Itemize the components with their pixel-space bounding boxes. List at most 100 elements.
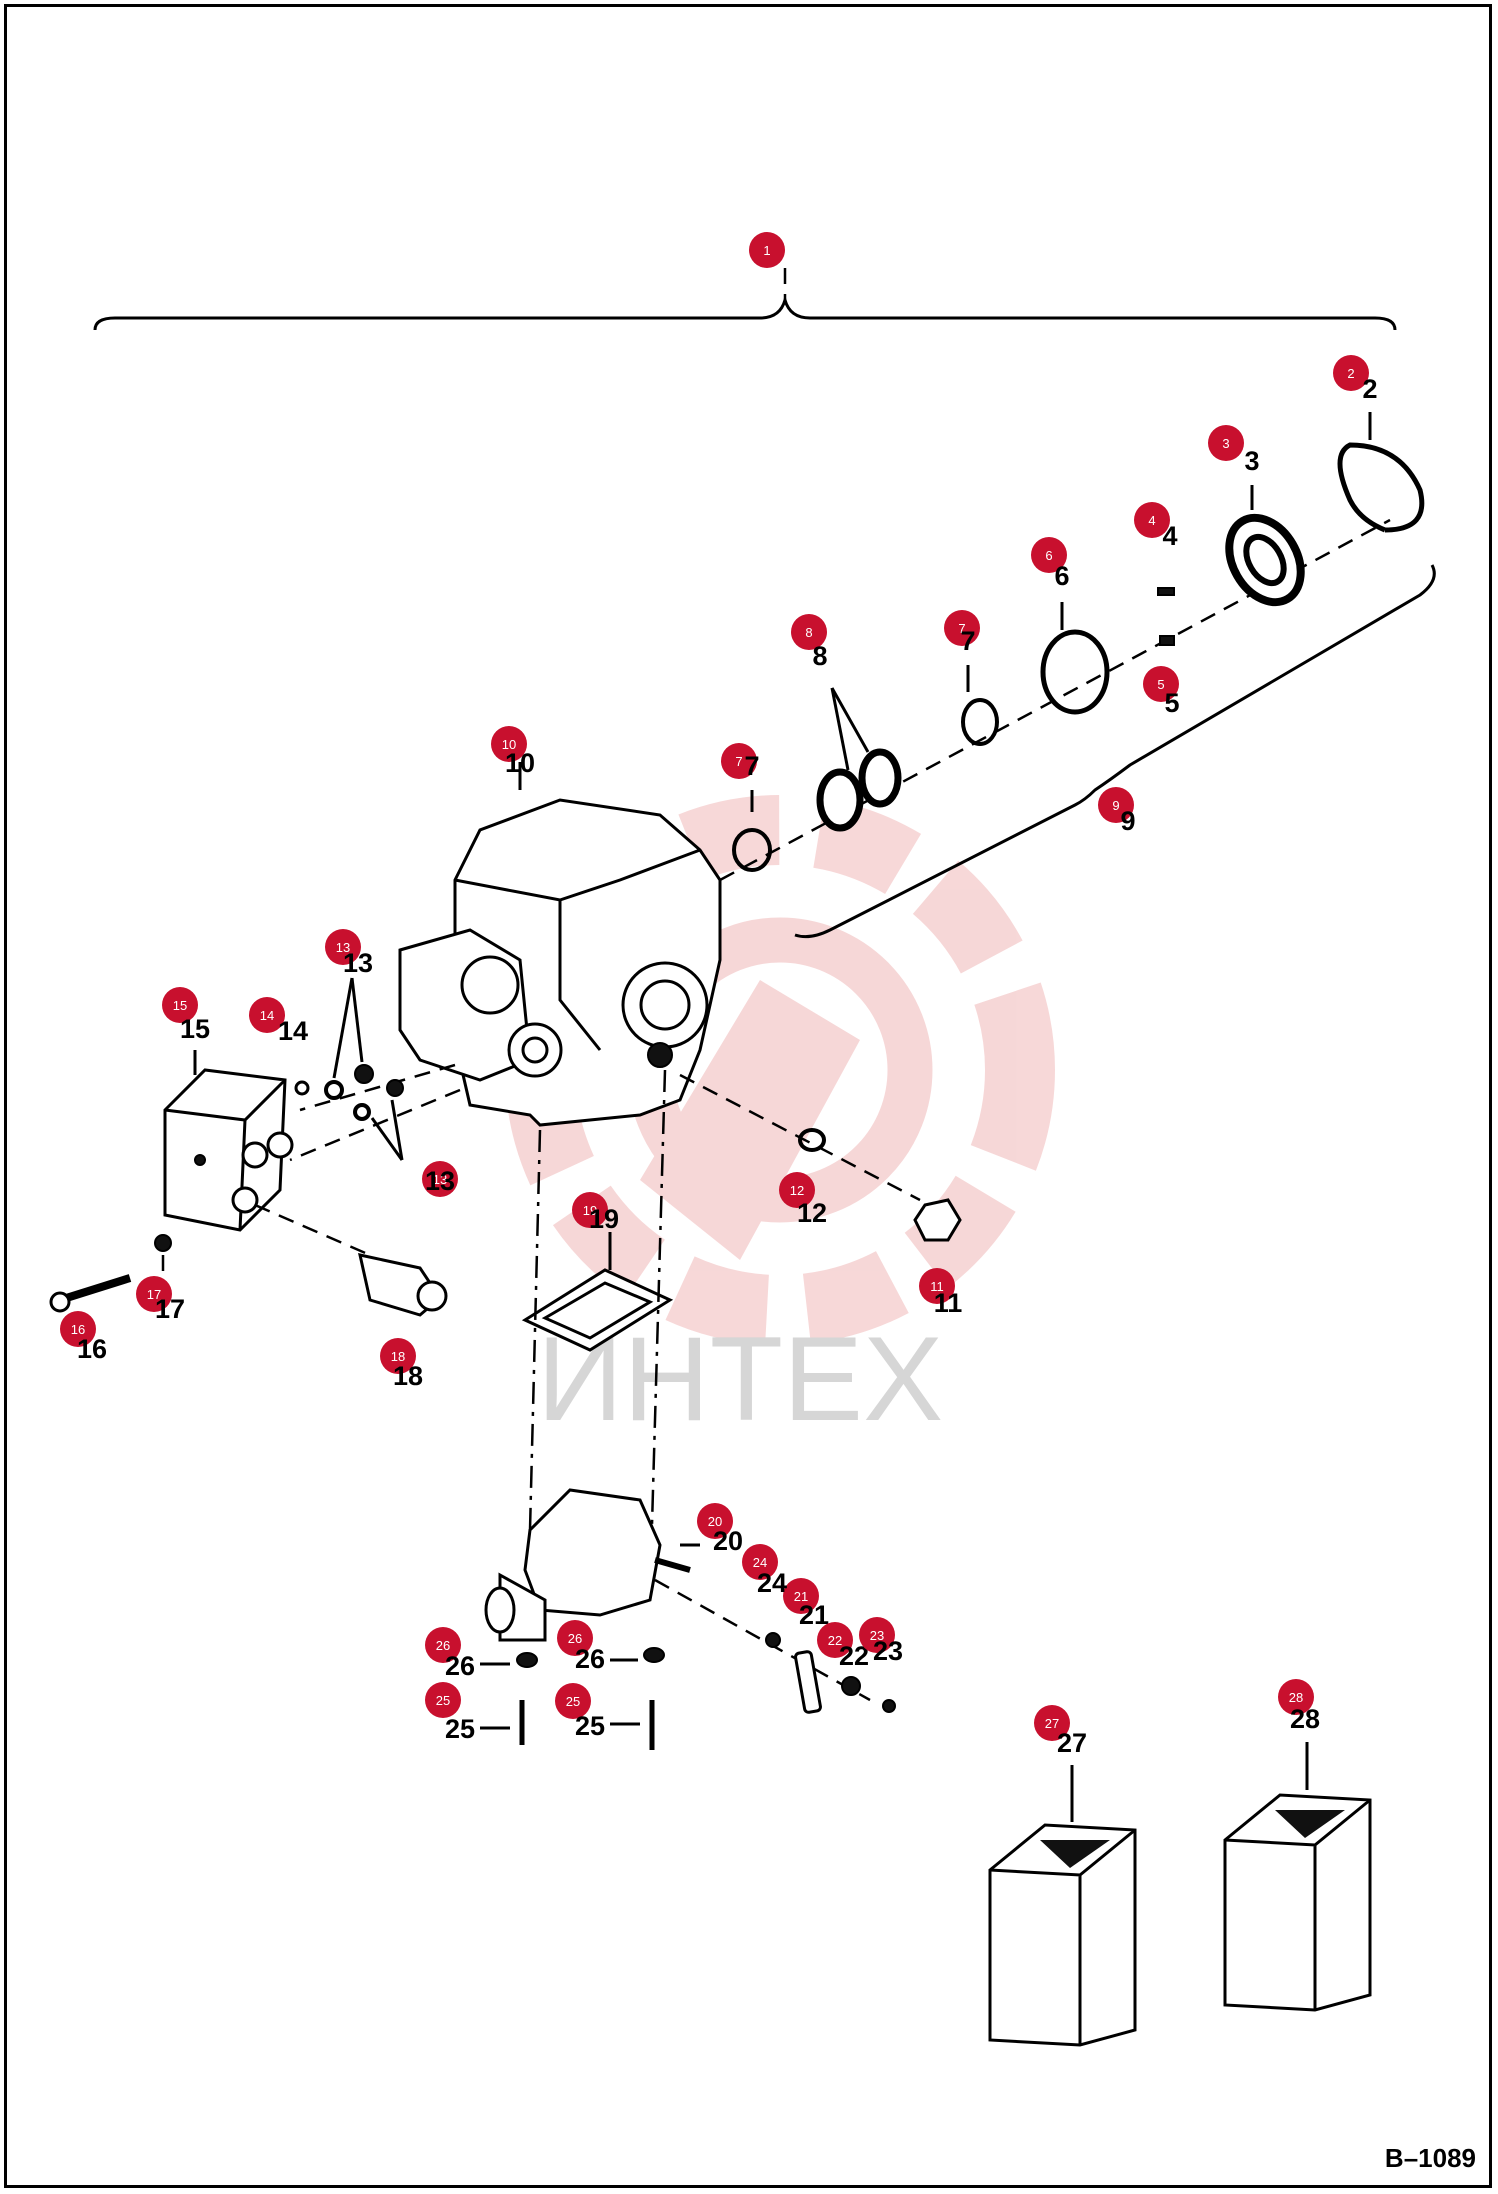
callout-marker-24: 24 [742, 1544, 778, 1580]
bushing-21 [765, 1632, 781, 1648]
valve-block [163, 1050, 294, 1232]
callout-label-21: 21 [799, 1600, 829, 1630]
callout-marker-number: 10 [502, 737, 516, 752]
o-rings-13 [324, 977, 404, 1161]
washer-26-right [643, 1647, 665, 1663]
callout-marker-number: 4 [1148, 513, 1155, 528]
callout-marker-number: 3 [1222, 436, 1229, 451]
callout-marker-number: 15 [173, 998, 187, 1013]
o-ring-14 [294, 1080, 310, 1096]
lever-22 [794, 1650, 822, 1714]
callout-label-27: 27 [1057, 1728, 1087, 1758]
callout-marker-number: 5 [1157, 677, 1164, 692]
callout-label-28: 28 [1290, 1704, 1320, 1734]
seal-kit-brace [794, 564, 1436, 939]
washer-24 [882, 1699, 896, 1713]
callout-label-8: 8 [812, 641, 827, 671]
callout-marker-6: 6 [1031, 537, 1067, 573]
callout-marker-25: 25 [555, 1683, 591, 1719]
drawing-number: B–1089 [1384, 2143, 1476, 2173]
callout-marker-4: 4 [1134, 502, 1170, 538]
callout-marker-number: 27 [1045, 1716, 1059, 1731]
callout-label-14: 14 [278, 1016, 308, 1046]
callout-marker-20: 20 [697, 1503, 733, 1539]
o-ring-lower [732, 790, 772, 872]
callout-marker-number: 26 [436, 1638, 450, 1653]
callout-marker-number: 19 [583, 1203, 597, 1218]
alignment-line [528, 1129, 542, 1531]
callout-label-3: 3 [1244, 446, 1259, 476]
callout-marker-13: 13 [422, 1161, 458, 1197]
callout-marker-number: 23 [870, 1628, 884, 1643]
callout-marker-number: 9 [1112, 798, 1119, 813]
callout-marker-25: 25 [425, 1682, 461, 1718]
leader-line [654, 1578, 871, 1702]
callout-marker-number: 13 [433, 1172, 447, 1187]
callout-marker-number: 22 [828, 1633, 842, 1648]
bearing-pair [816, 687, 902, 832]
callout-marker-number: 25 [436, 1693, 450, 1708]
callout-label-25: 25 [445, 1714, 475, 1744]
kit-box-28 [1223, 1742, 1372, 2012]
callout-marker-number: 8 [805, 625, 812, 640]
snap-ring [1040, 602, 1110, 715]
callout-marker-26: 26 [425, 1627, 461, 1663]
shaft-seal [1225, 485, 1305, 607]
diagram-frame [4, 4, 1492, 2188]
washer-26-left [516, 1652, 538, 1668]
callout-label-6: 6 [1054, 561, 1069, 591]
callout-marker-number: 20 [708, 1514, 722, 1529]
callout-marker-7: 7 [944, 610, 980, 646]
callout-label-23: 23 [873, 1636, 903, 1666]
callout-label-2: 2 [1362, 374, 1377, 404]
callout-marker-3: 3 [1208, 425, 1244, 461]
callout-label-26: 26 [445, 1651, 475, 1681]
callout-label-7: 7 [744, 751, 759, 781]
callout-label-10: 10 [505, 748, 535, 778]
pin-part-5 [1157, 587, 1175, 596]
pin-part-4 [1159, 635, 1175, 646]
callout-label-13: 13 [425, 1166, 455, 1196]
callout-marker-number: 7 [735, 754, 742, 769]
callout-marker-number: 17 [147, 1287, 161, 1302]
callout-label-25: 25 [575, 1711, 605, 1741]
callout-marker-5: 5 [1143, 666, 1179, 702]
kit-box-27 [988, 1765, 1137, 2047]
callout-label-7: 7 [960, 626, 975, 656]
callout-marker-8: 8 [791, 614, 827, 650]
callout-label-11: 11 [934, 1288, 963, 1318]
callout-marker-17: 17 [136, 1276, 172, 1312]
callout-marker-9: 9 [1098, 787, 1134, 823]
leader-line [299, 1063, 456, 1112]
callout-marker-21: 21 [783, 1578, 819, 1614]
callout-marker-number: 12 [790, 1183, 804, 1198]
callout-marker-27: 27 [1034, 1705, 1070, 1741]
callout-label-13: 13 [343, 948, 373, 978]
nut-23 [841, 1676, 861, 1696]
callout-marker-number: 6 [1045, 548, 1052, 563]
callout-label-5: 5 [1164, 688, 1179, 718]
retaining-ring [1337, 412, 1425, 533]
leader-line [289, 1088, 461, 1162]
callout-marker-10: 10 [491, 726, 527, 762]
callout-marker-16: 16 [60, 1311, 96, 1347]
callout-marker-number: 2 [1347, 366, 1354, 381]
callout-label-19: 19 [589, 1204, 619, 1234]
callout-label-24: 24 [757, 1568, 787, 1598]
callout-marker-number: 16 [71, 1322, 85, 1337]
callout-label-18: 18 [393, 1361, 423, 1391]
callout-marker-number: 25 [566, 1694, 580, 1709]
control-valve-assembly [484, 1488, 700, 1642]
bolt-16 [49, 1274, 132, 1313]
callout-marker-number: 26 [568, 1631, 582, 1646]
callout-marker-number: 21 [794, 1589, 808, 1604]
callout-marker-number: 7 [958, 621, 965, 636]
callout-marker-14: 14 [249, 997, 285, 1033]
o-ring-upper [961, 665, 999, 746]
callout-marker-28: 28 [1278, 1679, 1314, 1715]
relief-valve [254, 1203, 448, 1317]
plug-11 [913, 1198, 962, 1242]
callout-label-4: 4 [1162, 521, 1177, 551]
